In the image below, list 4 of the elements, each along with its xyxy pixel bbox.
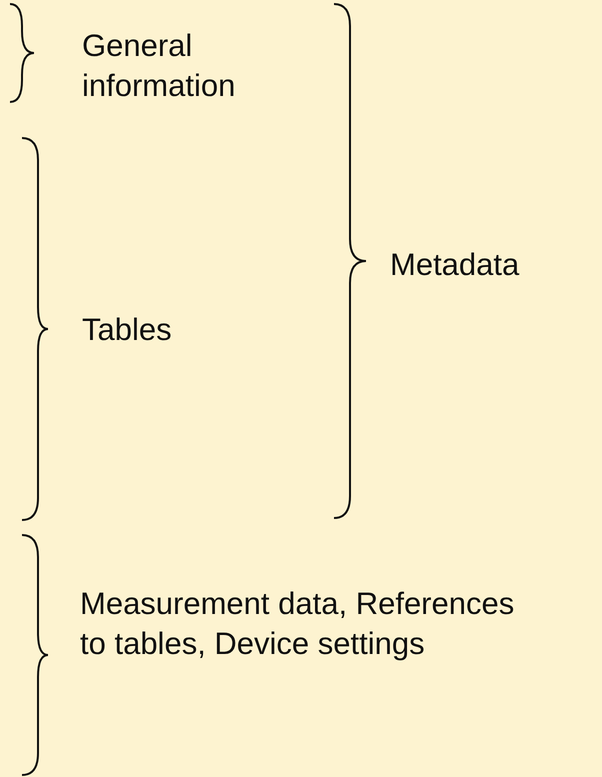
brace-label: General information <box>82 27 236 105</box>
brace-label: Measurement data, References to tables, Device settings <box>80 585 516 663</box>
brace-label: Tables <box>82 311 173 349</box>
brace-label: Metadata <box>390 246 520 284</box>
